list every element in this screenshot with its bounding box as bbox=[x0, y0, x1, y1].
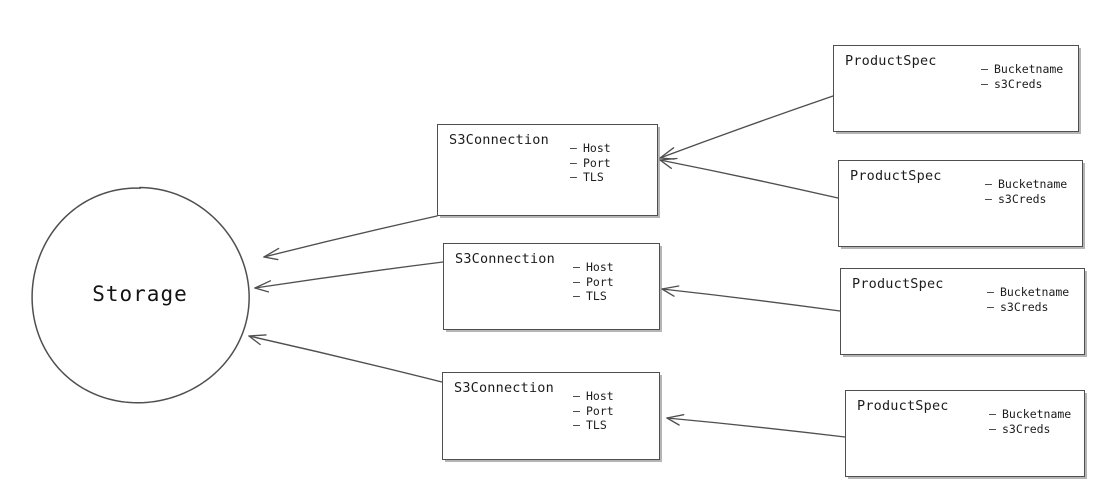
s3connection-title-1: S3Connection bbox=[449, 132, 549, 148]
s3connection-title-3: S3Connection bbox=[454, 380, 554, 396]
arrow-conn1-to-storage bbox=[263, 215, 438, 261]
s3connection-attribute-label: TLS bbox=[586, 418, 607, 432]
s3connection-attribute-row: –Host bbox=[573, 389, 614, 404]
productspec-attributes-4: –Bucketname–s3Creds bbox=[989, 407, 1071, 436]
arrow-conn2-to-storage bbox=[254, 261, 444, 293]
s3connection-title-2: S3Connection bbox=[455, 251, 555, 267]
attribute-dash-icon: – bbox=[573, 289, 580, 303]
attribute-dash-icon: – bbox=[570, 141, 577, 155]
productspec-title-2: ProductSpec bbox=[850, 168, 942, 184]
attribute-dash-icon: – bbox=[981, 76, 988, 91]
productspec-attribute-label: Bucketname bbox=[1000, 285, 1070, 299]
productspec-attribute-row: –s3Creds bbox=[981, 77, 1063, 92]
attribute-dash-icon: – bbox=[573, 418, 580, 432]
attribute-dash-icon: – bbox=[987, 299, 994, 314]
productspec-box-3[interactable] bbox=[840, 268, 1085, 355]
productspec-attribute-row: –Bucketname bbox=[989, 407, 1071, 422]
productspec-attribute-row: –Bucketname bbox=[981, 62, 1063, 77]
s3connection-attribute-label: TLS bbox=[586, 289, 607, 303]
attribute-dash-icon: – bbox=[573, 403, 580, 418]
s3connection-attribute-row: –Host bbox=[573, 260, 614, 275]
productspec-attributes-3: –Bucketname–s3Creds bbox=[987, 285, 1069, 314]
productspec-title-1: ProductSpec bbox=[845, 53, 937, 69]
productspec-attribute-label: s3Creds bbox=[1002, 421, 1051, 436]
productspec-attribute-row: –s3Creds bbox=[985, 192, 1067, 207]
s3connection-attribute-label: TLS bbox=[583, 170, 604, 184]
attribute-dash-icon: – bbox=[573, 274, 580, 289]
attribute-dash-icon: – bbox=[570, 155, 577, 170]
s3connection-attribute-label: Host bbox=[583, 141, 611, 155]
attribute-dash-icon: – bbox=[989, 407, 996, 421]
attribute-dash-icon: – bbox=[570, 170, 577, 184]
productspec-attribute-label: s3Creds bbox=[994, 76, 1043, 91]
s3connection-box-1[interactable] bbox=[437, 124, 658, 216]
productspec-attribute-row: –s3Creds bbox=[987, 300, 1069, 315]
s3connection-attributes-1: –Host–Port–TLS bbox=[570, 141, 611, 185]
arrow-spec1-to-conn1 bbox=[659, 95, 834, 160]
attribute-dash-icon: – bbox=[985, 177, 992, 191]
s3connection-attribute-label: Port bbox=[586, 274, 614, 289]
storage-label: Storage bbox=[92, 282, 188, 306]
s3connection-box-2[interactable] bbox=[443, 243, 660, 330]
s3connection-box-3[interactable] bbox=[442, 372, 660, 460]
s3connection-attribute-row: –TLS bbox=[570, 170, 611, 185]
s3connection-attribute-row: –TLS bbox=[573, 418, 614, 433]
productspec-attribute-label: Bucketname bbox=[1002, 407, 1072, 421]
arrow-spec3-to-conn2 bbox=[661, 285, 841, 312]
arrow-conn3-to-storage bbox=[248, 334, 443, 383]
arrow-spec4-to-conn3 bbox=[666, 414, 846, 438]
productspec-box-4[interactable] bbox=[845, 390, 1085, 477]
arrow-spec2-to-conn1 bbox=[659, 157, 839, 199]
s3connection-attribute-row: –Port bbox=[573, 404, 614, 419]
s3connection-attribute-label: Port bbox=[586, 403, 614, 418]
productspec-title-4: ProductSpec bbox=[857, 398, 949, 414]
s3connection-attribute-row: –Port bbox=[573, 275, 614, 290]
productspec-attribute-label: Bucketname bbox=[998, 177, 1068, 191]
attribute-dash-icon: – bbox=[989, 421, 996, 436]
attribute-dash-icon: – bbox=[987, 285, 994, 299]
attribute-dash-icon: – bbox=[573, 389, 580, 403]
attribute-dash-icon: – bbox=[981, 62, 988, 76]
productspec-attribute-label: s3Creds bbox=[1000, 299, 1049, 314]
s3connection-attribute-row: –TLS bbox=[573, 289, 614, 304]
productspec-attribute-label: Bucketname bbox=[994, 62, 1064, 76]
productspec-attribute-row: –Bucketname bbox=[987, 285, 1069, 300]
productspec-attributes-2: –Bucketname–s3Creds bbox=[985, 177, 1067, 206]
storage-circle-shape bbox=[31, 186, 250, 404]
storage-circle-node[interactable] bbox=[25, 181, 255, 411]
s3connection-attribute-label: Host bbox=[586, 260, 614, 274]
productspec-attribute-label: s3Creds bbox=[998, 191, 1047, 206]
productspec-title-3: ProductSpec bbox=[852, 276, 944, 292]
s3connection-attribute-row: –Port bbox=[570, 156, 611, 171]
productspec-box-1[interactable] bbox=[833, 45, 1079, 132]
s3connection-attribute-row: –Host bbox=[570, 141, 611, 156]
s3connection-attribute-label: Host bbox=[586, 389, 614, 403]
productspec-box-2[interactable] bbox=[838, 160, 1083, 247]
productspec-attributes-1: –Bucketname–s3Creds bbox=[981, 62, 1063, 91]
s3connection-attributes-2: –Host–Port–TLS bbox=[573, 260, 614, 304]
productspec-attribute-row: –Bucketname bbox=[985, 177, 1067, 192]
attribute-dash-icon: – bbox=[985, 191, 992, 206]
productspec-attribute-row: –s3Creds bbox=[989, 422, 1071, 437]
s3connection-attribute-label: Port bbox=[583, 155, 611, 170]
attribute-dash-icon: – bbox=[573, 260, 580, 274]
s3connection-attributes-3: –Host–Port–TLS bbox=[573, 389, 614, 433]
